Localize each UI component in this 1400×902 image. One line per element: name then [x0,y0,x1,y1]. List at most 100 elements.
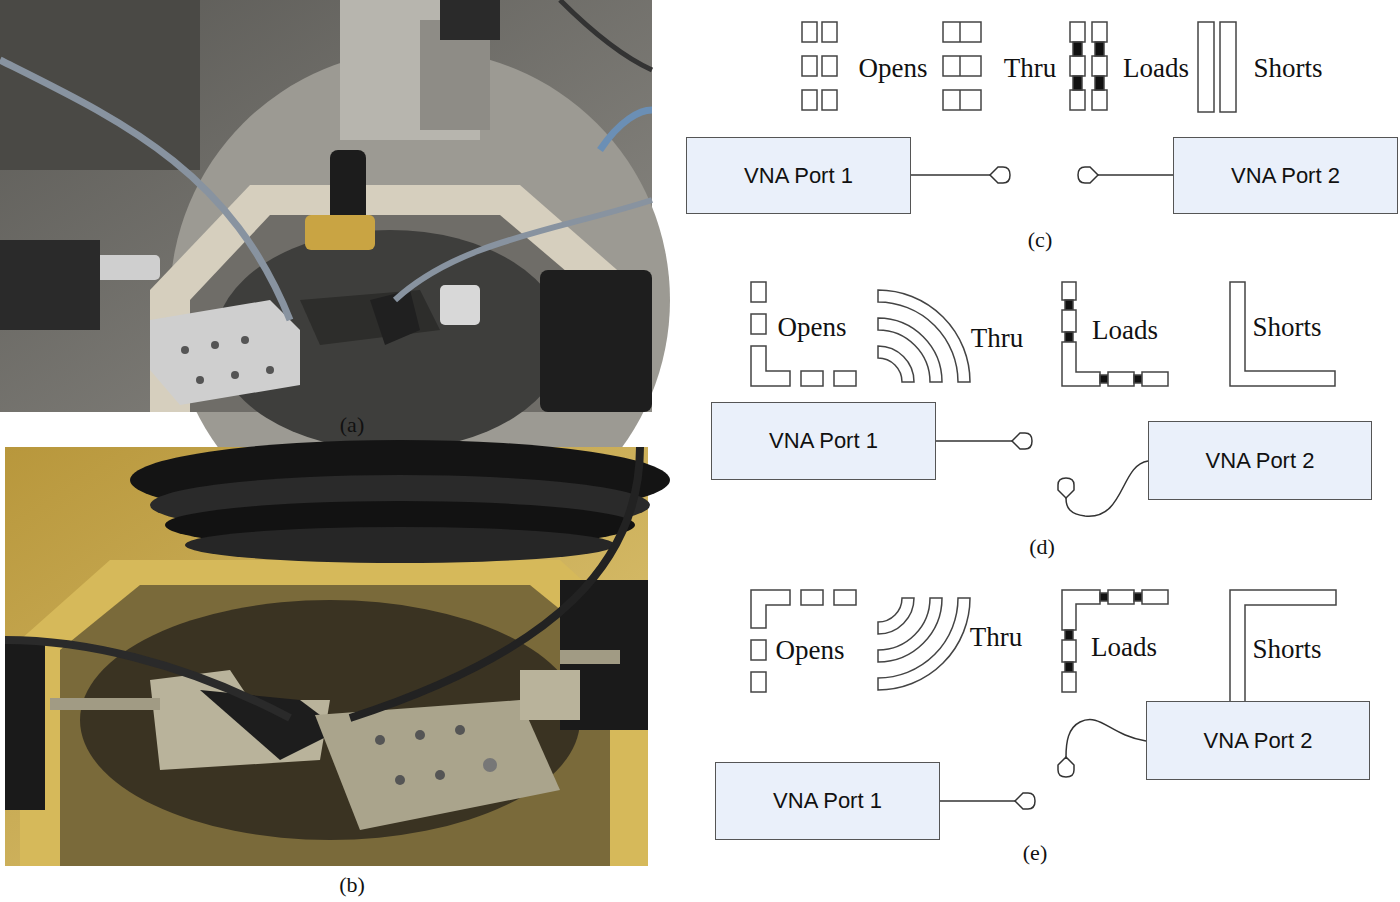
probe-tip [990,167,1098,809]
probe-cable [1098,174,1173,176]
probe-cable [936,440,1012,442]
port-label: VNA Port 1 [744,163,853,189]
probe-station-photo [266,366,274,374]
probe-cable [1066,461,1148,516]
probe-station-photo [241,336,249,344]
calibration-standard [1142,590,1168,604]
calibration-standard [943,90,981,110]
calibration-standard [1095,42,1104,56]
probe-station-photo [300,290,440,345]
calibration-standard [1095,76,1104,90]
standard-name: Shorts [1252,312,1321,343]
calibration-standard [1065,332,1073,342]
probe-station-photo [0,0,200,170]
port-label: VNA Port 2 [1204,728,1313,754]
calibration-standard [1092,90,1107,110]
calibration-standard [1108,372,1134,386]
standard-name: Loads [1091,632,1157,663]
probe-station-photo [181,346,189,354]
vna-port-box: VNA Port 2 [1148,421,1372,500]
vna-port-box: VNA Port 2 [1173,137,1398,214]
probe-cable [911,175,1173,801]
calibration-standard [751,590,1336,718]
calibration-standard [751,346,790,386]
calibration-standard [959,22,961,42]
calibration-standard [1092,22,1107,42]
calibration-standard [834,590,856,605]
calibration-standard [1092,56,1107,76]
calibration-standard [1070,22,1085,42]
calibration-standard [959,90,961,110]
calibration-standard [943,56,981,76]
probe-cable [1066,720,1146,757]
probe-station-photo [435,770,445,780]
port-label: VNA Port 1 [769,428,878,454]
panel-label: (e) [1023,840,1047,866]
calibration-standard [878,290,970,382]
probe-station-photo [600,110,652,150]
calibration-standard [1100,593,1108,601]
probe-tip [1058,757,1074,777]
calibration-standard [751,314,766,334]
probe-station-photo [80,600,580,840]
calibration-standard [1062,640,1076,662]
calibration-standard [878,598,914,634]
probe-station-photo [196,376,204,384]
calibration-standard [878,346,914,382]
probe-tip [1015,793,1035,809]
calibration-standard [822,90,837,110]
panel-label: (c) [1028,227,1052,253]
calibration-standard [1062,310,1076,332]
calibration-standard [801,590,823,605]
calibration-standard [751,282,1335,386]
standard-name: Thru [1004,53,1056,84]
calibration-standard [751,672,766,692]
probe-station-photo [5,447,648,866]
standard-name: Loads [1123,53,1189,84]
calibration-standard [1142,372,1168,386]
standard-name: Shorts [1253,53,1322,84]
probe-station-photo [305,215,375,250]
probe-station-photo [0,240,100,330]
probe-station-photo [375,735,385,745]
calibration-standard [1230,590,1336,718]
probe-station-photo [211,341,219,349]
probe-station-photo [5,640,45,810]
probe-tip [1078,167,1098,183]
standard-name: Opens [776,635,845,666]
panel-label: (b) [339,872,365,898]
probe-station-photo [455,725,465,735]
standard-name: Opens [778,312,847,343]
calibration-standard [751,282,766,302]
probe-station-photo [395,200,652,300]
calibration-standard [878,598,970,690]
calibration-standard [1062,590,1100,630]
calibration-standard [1062,342,1100,386]
probe-station-photo [5,640,290,718]
panel-label: (a) [340,412,364,438]
vna-port-box: VNA Port 2 [1146,701,1370,780]
calibration-standard [943,22,981,42]
probe-station-photo [540,270,652,412]
calibration-standard [1065,662,1073,672]
calibration-standard [834,371,856,386]
calibration-standard [959,56,961,76]
probe-station-photo [560,650,620,664]
calibration-standard [802,22,1236,112]
calibration-standard [802,56,817,76]
probe-tip [1012,433,1032,449]
probe-cable [911,174,990,176]
calibration-standard [1220,22,1236,112]
panel-label: (d) [1029,534,1055,560]
probe-station-photo [0,60,290,320]
port-label: VNA Port 2 [1231,163,1340,189]
probe-station-photo [90,255,160,280]
probe-station-photo [231,371,239,379]
calibration-standard [1073,42,1082,56]
calibration-standard [751,590,790,628]
probe-station-photo [150,300,300,405]
probe-station-photo [20,560,648,866]
calibration-standard [878,598,942,662]
calibration-standard [1073,76,1082,90]
